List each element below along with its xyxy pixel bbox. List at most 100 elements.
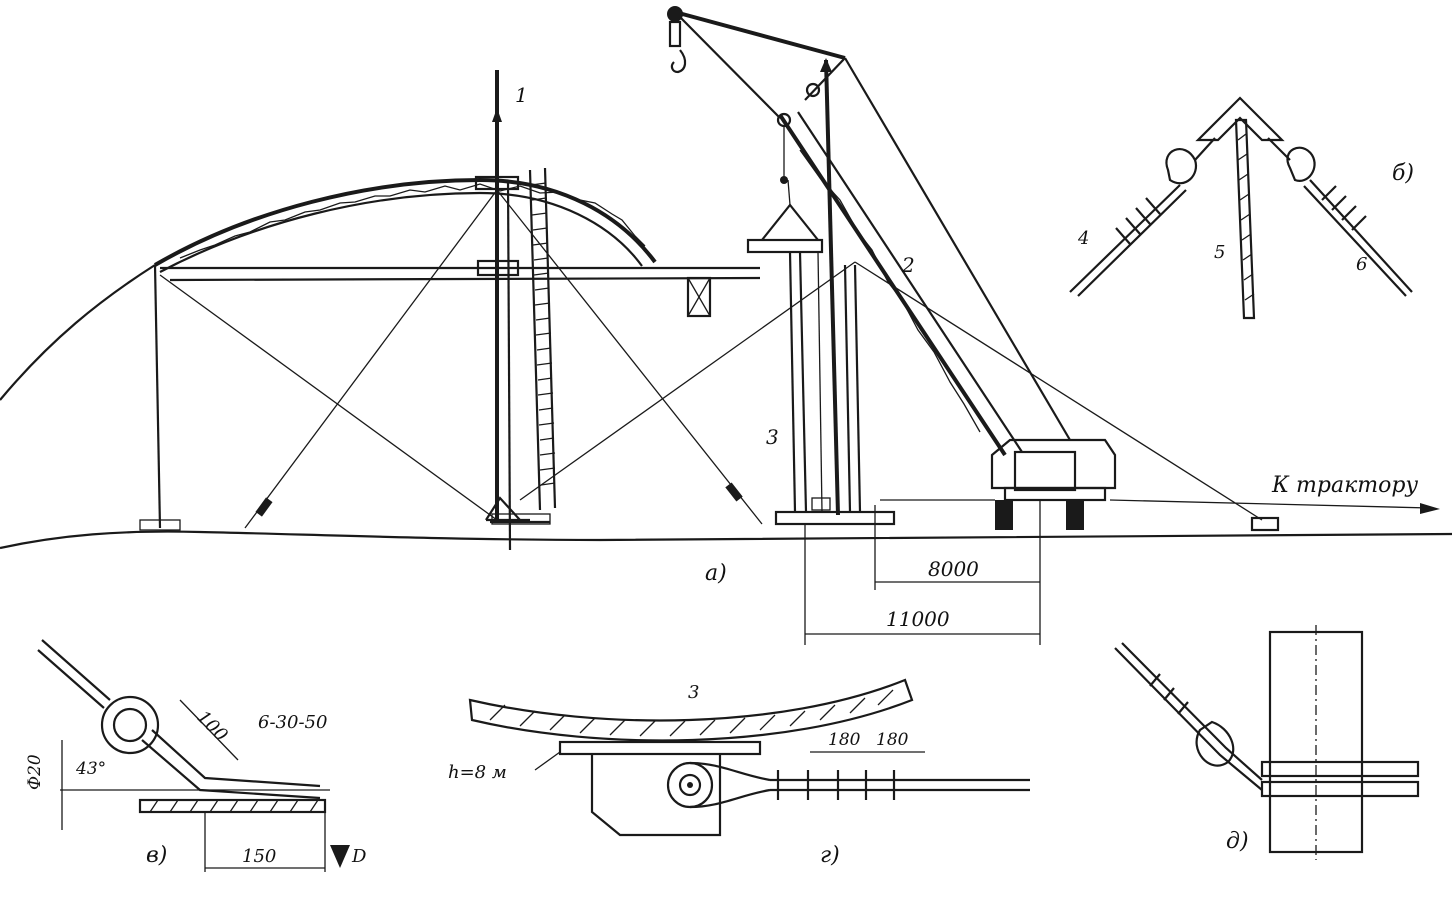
dim-180-a: 180 bbox=[828, 730, 861, 750]
ladder-rail-left bbox=[528, 169, 542, 511]
truss-hatching bbox=[489, 689, 894, 737]
load-block bbox=[761, 203, 819, 241]
dim-8000: 8000 bbox=[928, 557, 979, 581]
hook-block bbox=[668, 20, 682, 48]
mast-base bbox=[485, 496, 550, 524]
h-leader bbox=[534, 751, 561, 771]
tower-base bbox=[774, 510, 896, 526]
ground-line bbox=[0, 530, 1452, 550]
right-anchor bbox=[1250, 516, 1280, 532]
crane-pendant bbox=[804, 57, 846, 101]
crane-cab-front bbox=[1013, 450, 1077, 492]
base-plate bbox=[138, 798, 327, 814]
eye-ring-outer bbox=[100, 695, 160, 755]
turnbuckle bbox=[725, 482, 743, 502]
guy-wire bbox=[519, 261, 856, 501]
center-post bbox=[1234, 118, 1256, 320]
guy-wire bbox=[159, 274, 498, 521]
pin-inner bbox=[678, 773, 702, 797]
clamp-thimble bbox=[1195, 720, 1235, 767]
dim-100: 100 bbox=[192, 707, 231, 746]
load-sling bbox=[787, 179, 791, 206]
guy-wire bbox=[244, 189, 498, 529]
label-4: 4 bbox=[1077, 228, 1089, 249]
dim-100-line bbox=[179, 699, 239, 761]
subfig-label-a: а) bbox=[705, 561, 727, 586]
ladder-rail-right bbox=[543, 167, 557, 509]
horizontal-beam-bottom bbox=[169, 276, 761, 282]
turnbuckle bbox=[255, 497, 273, 517]
h-8m: h=8 м bbox=[448, 762, 507, 783]
view-a-erection-scheme: 1 2 3 К трактору 8000 11000 а) bbox=[0, 6, 1452, 645]
tower-post bbox=[798, 251, 808, 513]
left-clamps bbox=[1115, 197, 1161, 245]
mast-head-plate bbox=[474, 175, 520, 191]
label-1: 1 bbox=[515, 83, 528, 107]
support-bracket bbox=[590, 754, 722, 837]
cable-loop bbox=[689, 761, 771, 809]
beam-end-frame bbox=[686, 276, 712, 318]
right-rope bbox=[1303, 179, 1413, 297]
dim-phi20: Ф20 bbox=[25, 754, 45, 790]
subfig-label-b: б) bbox=[1392, 161, 1414, 186]
tower-top-platform bbox=[746, 238, 824, 254]
subfig-label-d: д) bbox=[1226, 829, 1249, 854]
left-thimble bbox=[1165, 148, 1198, 185]
tower-post bbox=[817, 251, 823, 513]
right-clamps bbox=[1321, 185, 1367, 231]
crane-boom-lacing bbox=[799, 149, 981, 433]
view-d-clamp-detail: д) bbox=[1114, 625, 1420, 860]
left-footing bbox=[139, 519, 181, 531]
label-6: 6 bbox=[1356, 254, 1367, 275]
mast-base-plate bbox=[491, 513, 551, 525]
crane-mast-arrow bbox=[820, 58, 832, 72]
eye-rod bbox=[37, 639, 111, 709]
left-post bbox=[153, 264, 162, 529]
crane-jib bbox=[674, 10, 846, 60]
label-5: 5 bbox=[1214, 242, 1225, 263]
clamp-band-bottom bbox=[1260, 780, 1420, 798]
post-hatching bbox=[1237, 133, 1255, 301]
view-g-support-detail: 3 h=8 м 180 180 г) bbox=[448, 678, 1030, 868]
label-3: 3 bbox=[766, 425, 779, 449]
right-link bbox=[1267, 137, 1291, 161]
crane-pendant bbox=[844, 57, 1071, 441]
label-3-g: 3 bbox=[688, 682, 699, 703]
subfig-label-g: г) bbox=[820, 843, 840, 868]
crane-track bbox=[1003, 486, 1107, 502]
clamp-band-top bbox=[1260, 760, 1420, 778]
dim-150: 150 bbox=[242, 846, 276, 867]
tractor-direction bbox=[1109, 499, 1431, 509]
sheave bbox=[805, 82, 821, 98]
guy-wire bbox=[496, 189, 763, 525]
crane-outrigger bbox=[995, 500, 1013, 530]
crane-cab bbox=[990, 438, 1117, 490]
plate-hatching bbox=[149, 799, 319, 813]
ridge-cap bbox=[1195, 96, 1285, 142]
eye-ring-inner bbox=[112, 707, 148, 743]
crane-jib-tie bbox=[674, 11, 781, 119]
right-thimble bbox=[1286, 146, 1316, 182]
tower-post bbox=[788, 251, 797, 513]
angle-43: 43° bbox=[75, 759, 106, 779]
left-guy-cable bbox=[0, 264, 156, 401]
crane-boom-left bbox=[778, 113, 1007, 457]
hook-block bbox=[780, 176, 788, 184]
dim-180-b: 180 bbox=[876, 730, 909, 750]
clamp-clips bbox=[1149, 673, 1189, 715]
view-b-ridge-detail: 4 5 6 б) bbox=[1069, 96, 1414, 320]
cable-clamps bbox=[776, 770, 896, 800]
label-to-tractor: К трактору bbox=[1271, 473, 1418, 498]
dim-11000: 11000 bbox=[886, 607, 950, 631]
support-plate bbox=[558, 740, 762, 756]
jib-pulley bbox=[667, 6, 683, 22]
arch-truss-upper bbox=[153, 177, 657, 267]
arch-truss-lacing bbox=[179, 183, 646, 259]
crane-mast bbox=[824, 59, 840, 516]
weld-spec: 6-30-50 bbox=[258, 712, 327, 733]
view-v-eye-detail: 100 6-30-50 Ф20 43° 150 D в) bbox=[25, 639, 367, 872]
subfig-label-v: в) bbox=[146, 843, 167, 868]
tower-pad bbox=[811, 497, 831, 511]
label-2: 2 bbox=[901, 253, 915, 277]
